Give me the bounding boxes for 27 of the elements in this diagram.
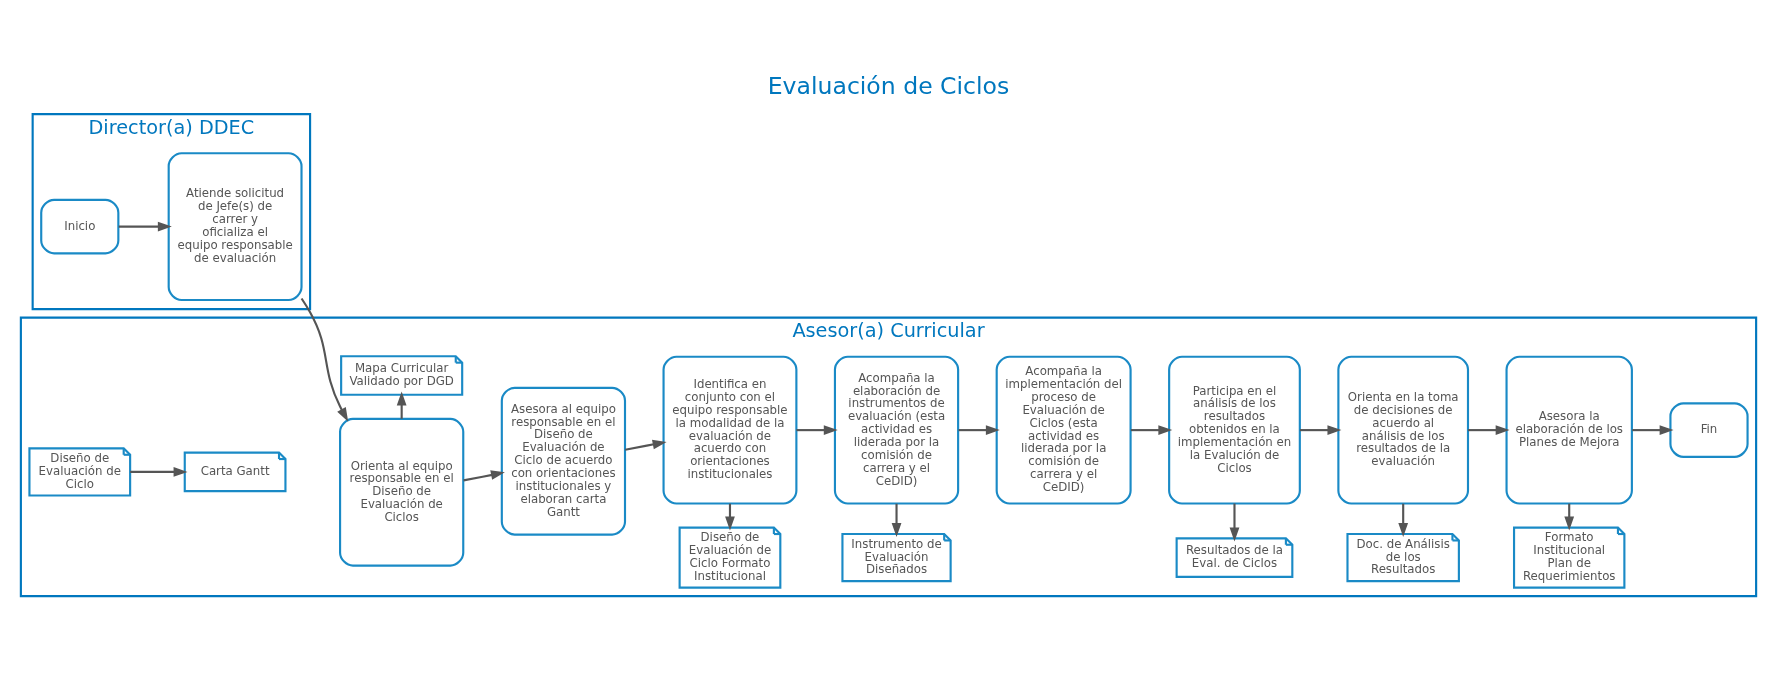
node-box: Fin: [1669, 402, 1749, 458]
arrow: [118, 221, 172, 232]
arrow: [1130, 425, 1173, 435]
arrow: [796, 425, 838, 435]
node-box: Acompaña la implementación del proceso de Evaluación de Ciclos (esta actividad es liderada por la comisión de carrera y el CeDID): [995, 355, 1132, 505]
arrow: [1229, 503, 1240, 542]
node-box: Asesora al equipo responsable en el Diseño de Evaluación de Ciclo de acuerdo con orientaciones institucionales y elaboran carta Gantt: [500, 386, 627, 536]
node-box: Orienta al equipo responsable en el Diseño de Evaluación de Ciclos: [339, 417, 465, 567]
arrow: [1632, 425, 1674, 435]
node-box: Asesora la elaboración de los Planes de Mejora: [1505, 355, 1633, 505]
node-box: Orienta en la toma de decisiones de acuerdo al análisis de los resultados de la evaluación: [1337, 355, 1470, 505]
arrow: [130, 467, 188, 477]
arrow: [300, 297, 349, 422]
node-box: Identifica en conjunto con el equipo responsable la modalidad de la evaluación de acuerdo con orientaciones institucionales: [662, 355, 798, 505]
arrow: [891, 503, 902, 537]
arrow: [1398, 503, 1409, 537]
arrow: [1468, 425, 1510, 435]
arrow: [396, 391, 407, 419]
diagram-title: Evaluación de Ciclos: [767, 72, 1010, 101]
arrow: [625, 439, 667, 451]
arrow: [463, 470, 505, 482]
node-box: Participa en el análisis de los resultados obtenidos en la implementación en la Evalución de Ciclos: [1168, 355, 1301, 505]
arrow: [958, 425, 1000, 435]
node-box: Acompaña la elaboración de instrumentos de evaluación (esta actividad es liderada por la comisión de carrera y el CeDID): [833, 355, 960, 505]
node-box: Inicio: [40, 198, 120, 255]
arrow: [1299, 425, 1342, 435]
node-box: Atiende solicitud de Jefe(s) de carrer y oficializa el equipo responsable de evaluación: [167, 152, 303, 302]
